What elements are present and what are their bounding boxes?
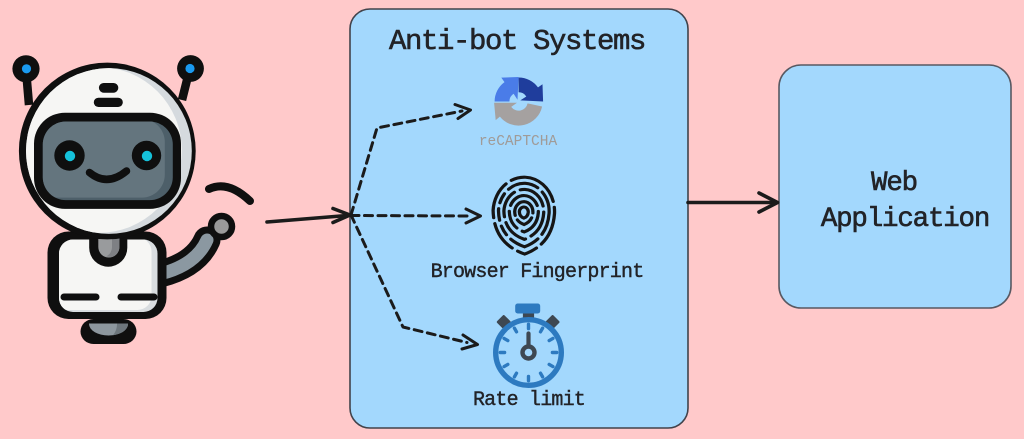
svg-text:reCAPTCHA: reCAPTCHA [479,134,558,150]
svg-text:Application: Application [821,204,989,235]
svg-text:Browser Fingerprint: Browser Fingerprint [431,261,644,284]
svg-text:Web: Web [871,168,917,199]
svg-text:Anti-bot Systems: Anti-bot Systems [389,25,645,58]
svg-text:Rate limit: Rate limit [473,389,585,412]
